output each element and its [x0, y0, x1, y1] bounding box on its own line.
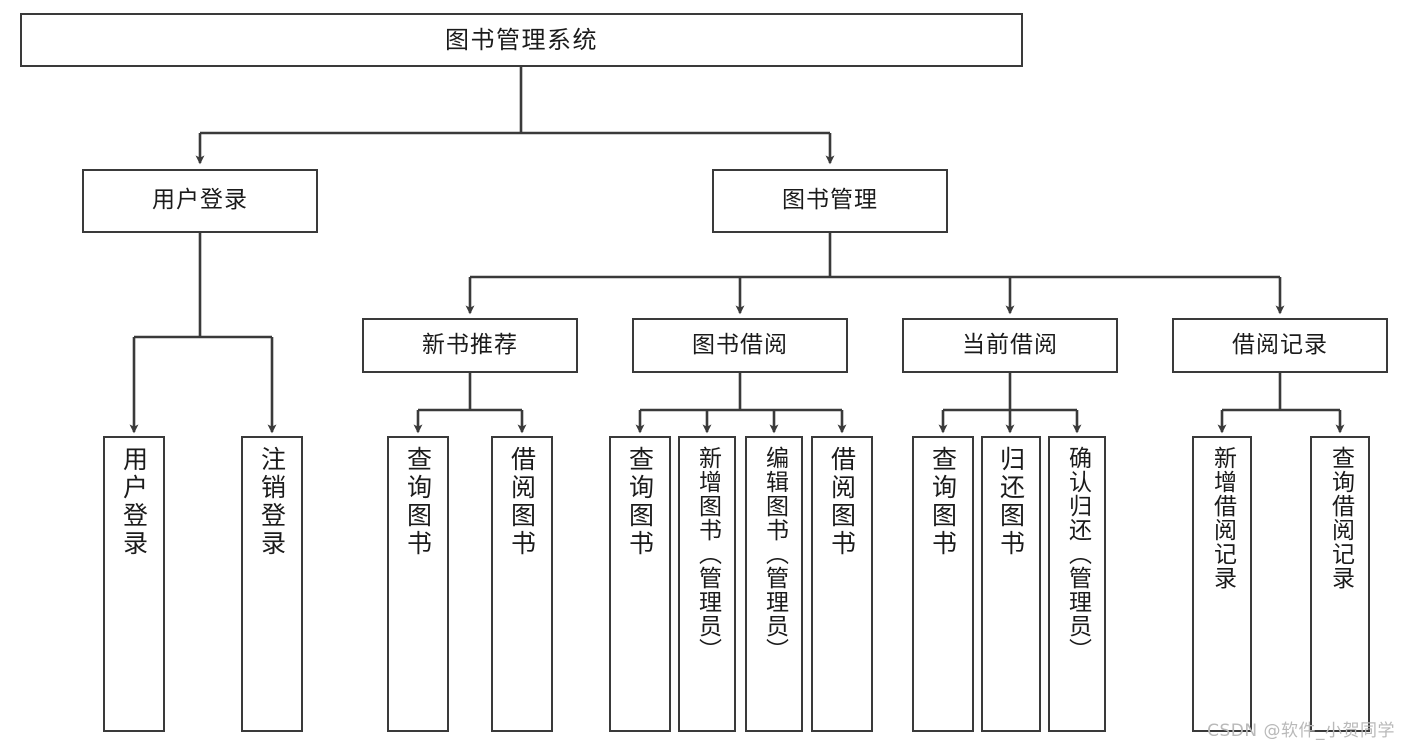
node-label: 查询图书: [403, 446, 433, 558]
node-label: 查询借阅记录: [1327, 446, 1354, 590]
node-book-management[interactable]: 图书管理: [712, 169, 948, 233]
node-label: 注销登录: [257, 446, 287, 558]
node-leaf-user-login[interactable]: 用户登录: [103, 436, 165, 732]
node-leaf-borrow-book[interactable]: 借阅图书: [811, 436, 873, 732]
node-label: 查询图书: [928, 446, 958, 558]
node-label: 借阅图书: [827, 446, 857, 558]
node-label: 新书推荐: [422, 331, 518, 358]
node-leaf-add-borrow-record[interactable]: 新增借阅记录: [1192, 436, 1252, 732]
node-label: 新增借阅记录: [1209, 446, 1236, 590]
node-root-book-management-system[interactable]: 图书管理系统: [20, 13, 1023, 67]
node-leaf-add-book-admin[interactable]: 新增图书（管理员）: [678, 436, 736, 732]
node-leaf-confirm-return-admin[interactable]: 确认归还（管理员）: [1048, 436, 1106, 732]
node-label: 用户登录: [119, 446, 149, 558]
node-leaf-query-borrow-record[interactable]: 查询借阅记录: [1310, 436, 1370, 732]
node-label: 确认归还（管理员）: [1064, 446, 1091, 662]
node-label: 借阅记录: [1232, 331, 1328, 358]
node-label: 图书管理系统: [445, 25, 598, 54]
node-book-borrow[interactable]: 图书借阅: [632, 318, 848, 373]
node-label: 用户登录: [152, 187, 248, 214]
node-leaf-query-book-recommend[interactable]: 查询图书: [387, 436, 449, 732]
csdn-watermark: CSDN @软件_小贺同学: [1207, 721, 1395, 741]
node-leaf-logout[interactable]: 注销登录: [241, 436, 303, 732]
node-label: 借阅图书: [507, 446, 537, 558]
node-leaf-query-book-current[interactable]: 查询图书: [912, 436, 974, 732]
node-user-login[interactable]: 用户登录: [82, 169, 318, 233]
node-leaf-edit-book-admin[interactable]: 编辑图书（管理员）: [745, 436, 803, 732]
node-current-borrow[interactable]: 当前借阅: [902, 318, 1118, 373]
node-new-book-recommend[interactable]: 新书推荐: [362, 318, 578, 373]
node-label: 图书借阅: [692, 331, 788, 358]
node-label: 编辑图书（管理员）: [761, 446, 788, 662]
node-label: 图书管理: [782, 187, 878, 214]
node-leaf-return-book[interactable]: 归还图书: [981, 436, 1041, 732]
node-leaf-query-book-borrow[interactable]: 查询图书: [609, 436, 671, 732]
node-label: 归还图书: [996, 446, 1026, 558]
node-borrow-record[interactable]: 借阅记录: [1172, 318, 1388, 373]
node-label: 新增图书（管理员）: [694, 446, 721, 662]
node-leaf-borrow-book-recommend[interactable]: 借阅图书: [491, 436, 553, 732]
node-label: 查询图书: [625, 446, 655, 558]
node-label: 当前借阅: [962, 331, 1058, 358]
